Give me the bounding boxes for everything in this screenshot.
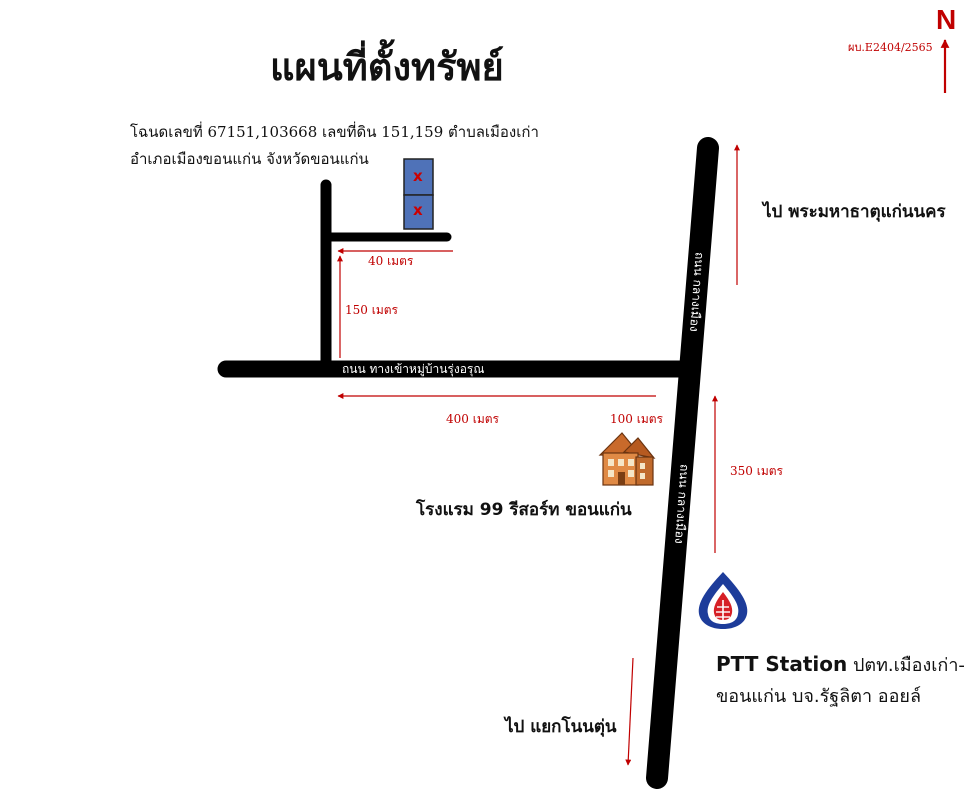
arrow-south-destination (625, 657, 634, 766)
distance-label-100m: 100 เมตร (610, 412, 663, 426)
parcel-plot-2 (403, 194, 434, 230)
destination-south-label: ไป แยกโนนตุ่น (505, 717, 617, 737)
map-title: แผนที่ตั้งทรัพย์ (270, 44, 504, 89)
distance-label-350m: 350 เมตร (730, 464, 783, 478)
hotel-building-icon (598, 432, 656, 486)
distance-label-400m: 400 เมตร (446, 412, 499, 426)
horizontal-road-label: ถนน ทางเข้าหมู่บ้านรุ่งอรุณ (342, 362, 485, 376)
parcel-mark-1: x (413, 167, 423, 185)
ptt-branch-name: ปตท.เมืองเก่า- (847, 655, 965, 676)
deed-info-line2: อำเภอเมืองขอนแก่น จังหวัดขอนแก่น (130, 150, 369, 168)
north-label: N (936, 4, 957, 35)
ptt-brand: PTT Station (716, 652, 848, 676)
reference-code: ผบ.E2404/2565 (848, 41, 933, 54)
deed-info-line1: โฉนดเลขที่ 67151,103668 เลขที่ดิน 151,15… (130, 123, 539, 141)
ptt-label-line1: PTT Station ปตท.เมืองเก่า- (716, 654, 965, 675)
distance-label-150m: 150 เมตร (345, 303, 398, 317)
ptt-flame-logo-icon (698, 572, 748, 629)
destination-north-label: ไป พระมหาธาตุแก่นนคร (763, 202, 946, 222)
main-road (646, 137, 719, 789)
parcel-plot-1 (403, 158, 434, 196)
ptt-label-line2: ขอนแก่น บจ.รัฐลิตา ออยล์ (716, 686, 921, 707)
distance-label-40m: 40 เมตร (368, 254, 414, 268)
parcel-mark-2: x (413, 201, 423, 219)
hotel-label: โรงแรม 99 รีสอร์ท ขอนแก่น (416, 500, 632, 520)
